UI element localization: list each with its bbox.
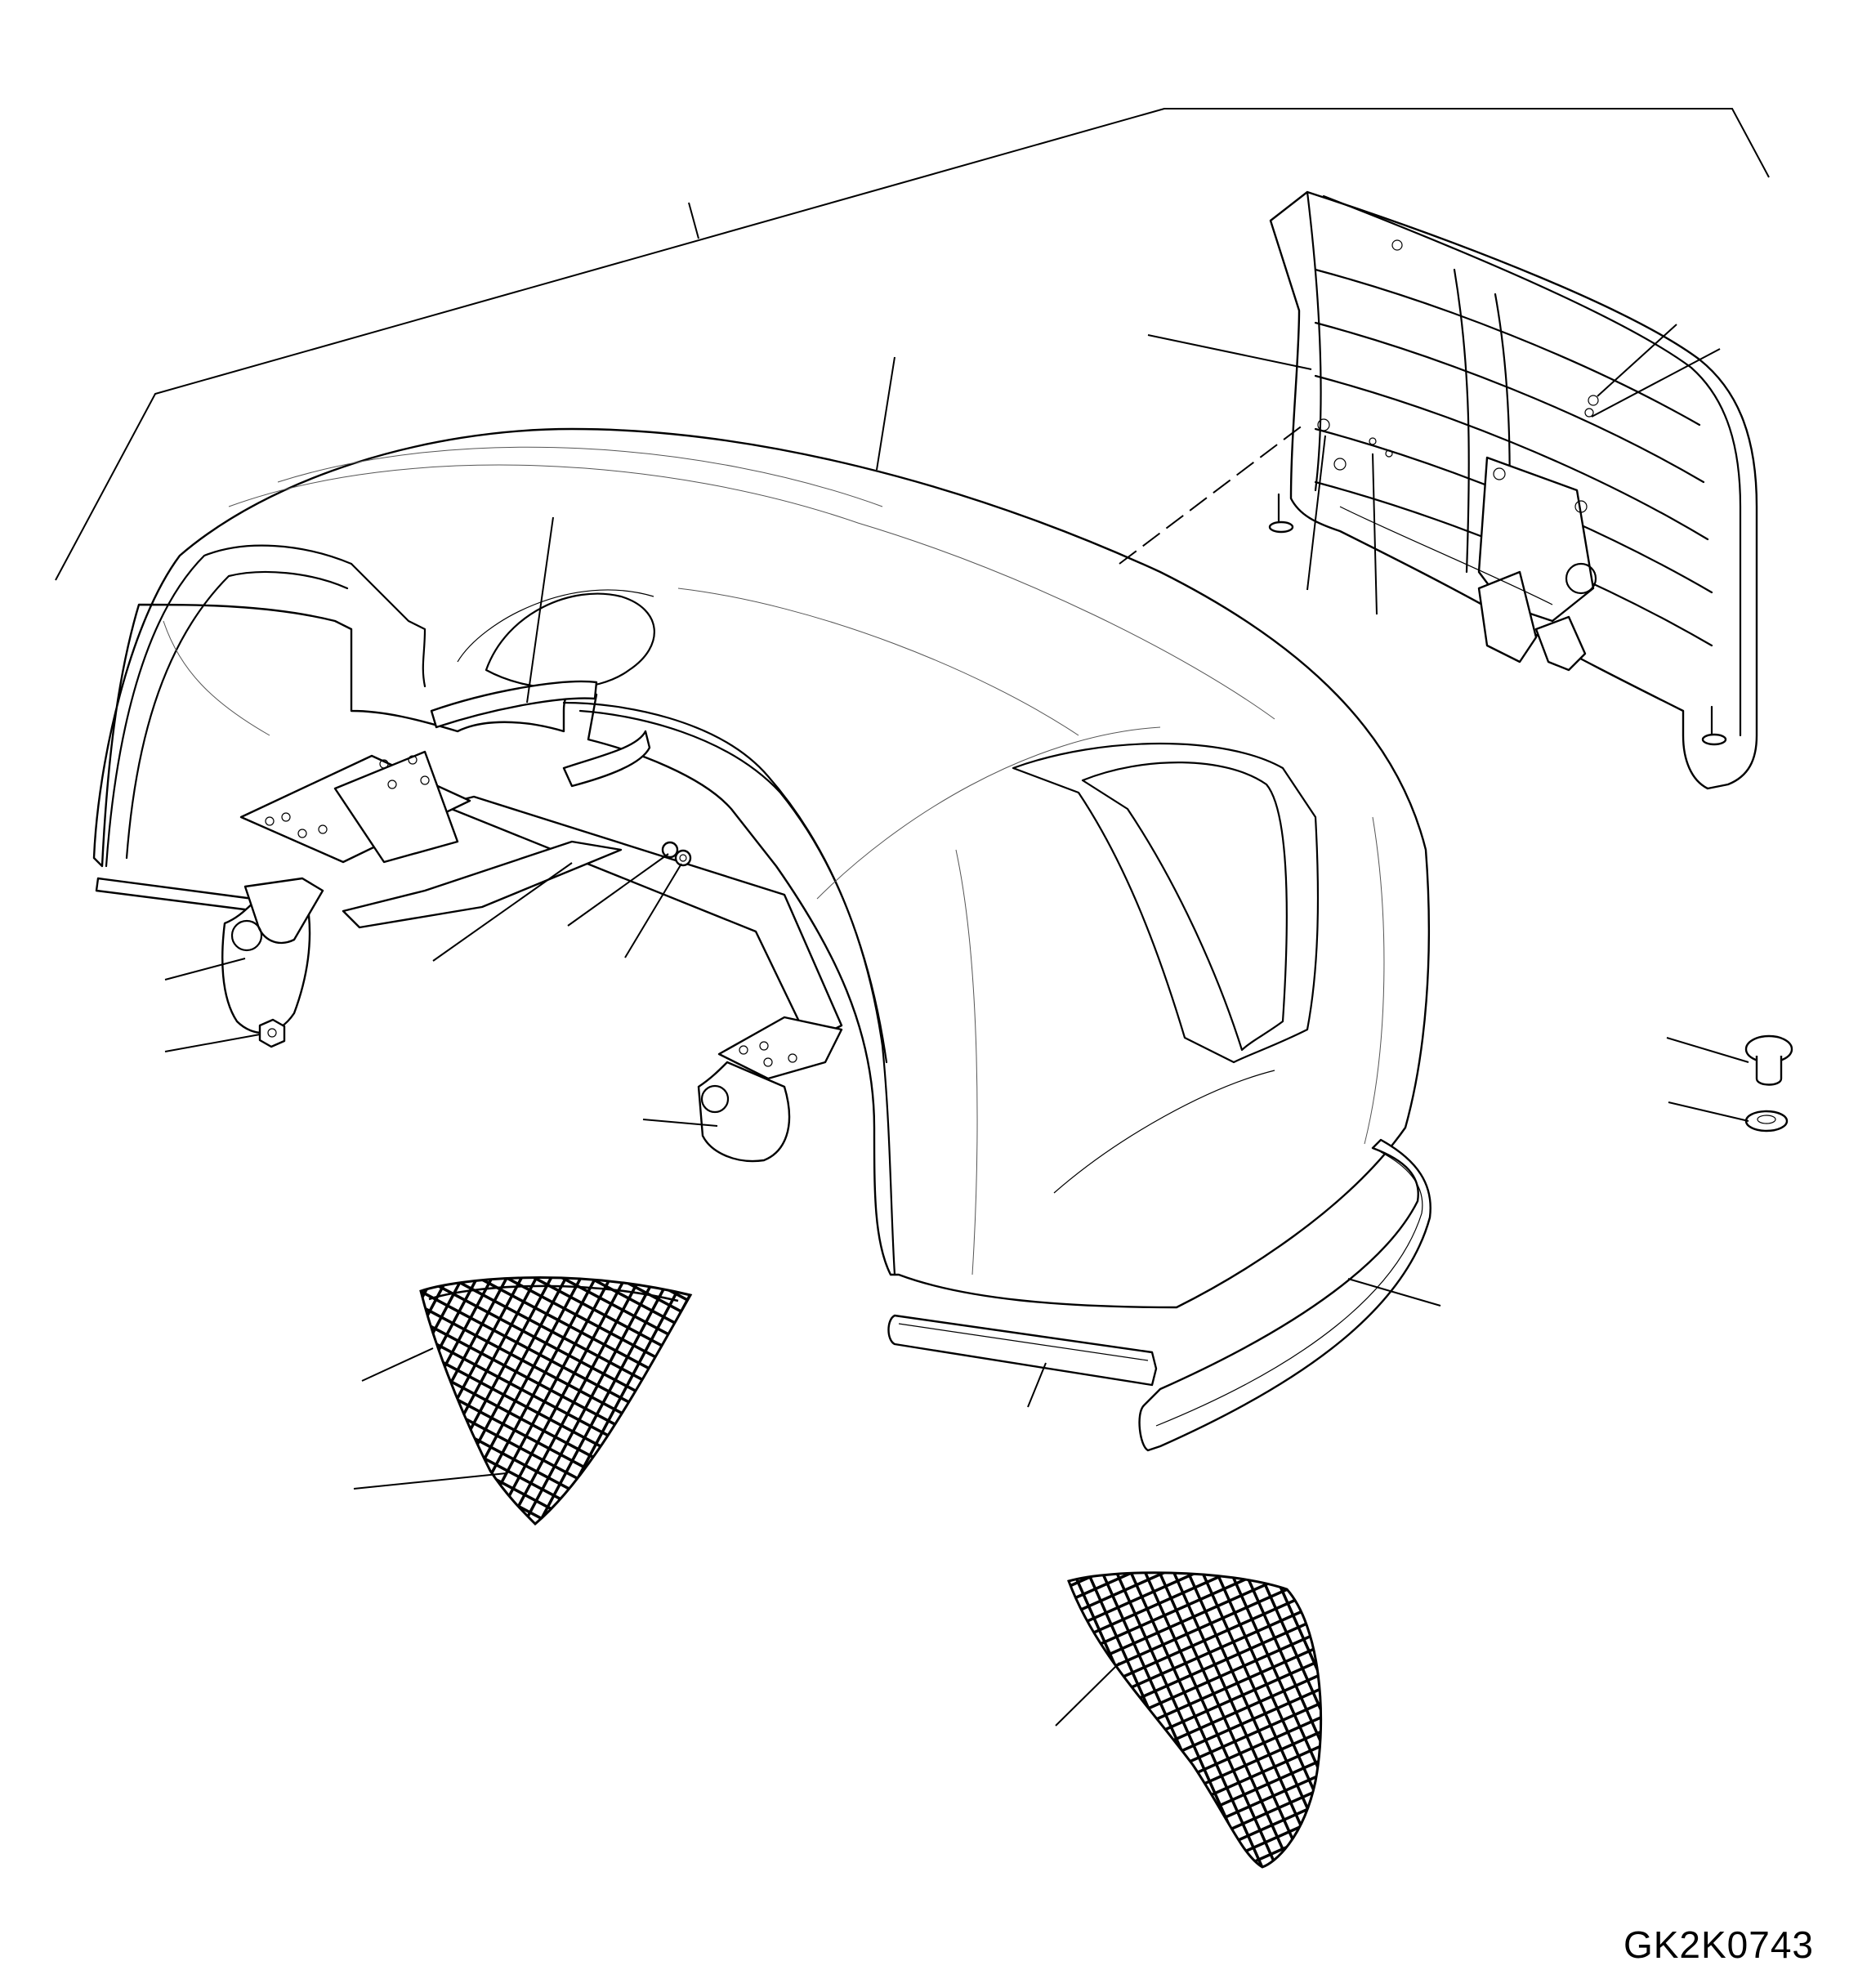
support-frame bbox=[95, 750, 843, 1080]
mesh-screen-right bbox=[1067, 1571, 1323, 1869]
nut bbox=[258, 1018, 286, 1048]
hinge-bracket-left bbox=[221, 877, 324, 1034]
assembly-bracket-leader bbox=[55, 108, 1770, 581]
hood-cover bbox=[92, 427, 1431, 1309]
drawing-code: GK2K0743 bbox=[1623, 1923, 1814, 1966]
grommet bbox=[1744, 1110, 1789, 1132]
rubber-seal-rear bbox=[562, 730, 651, 788]
edge-seal-right bbox=[1138, 1138, 1431, 1452]
frame-bolt-holes bbox=[265, 755, 797, 1067]
rubber-seal-front bbox=[430, 680, 598, 729]
rear-grille-panel bbox=[1268, 190, 1758, 790]
hinge-bracket-right bbox=[697, 1061, 791, 1163]
frame-nut bbox=[661, 841, 692, 867]
mesh-screen-left bbox=[419, 1276, 693, 1526]
grille-studs bbox=[1268, 239, 1727, 746]
stopper-rubber bbox=[1744, 1034, 1793, 1086]
edge-seal-left bbox=[887, 1314, 1158, 1387]
alignment-line bbox=[1119, 424, 1304, 565]
callout-leaders bbox=[164, 324, 1749, 1727]
